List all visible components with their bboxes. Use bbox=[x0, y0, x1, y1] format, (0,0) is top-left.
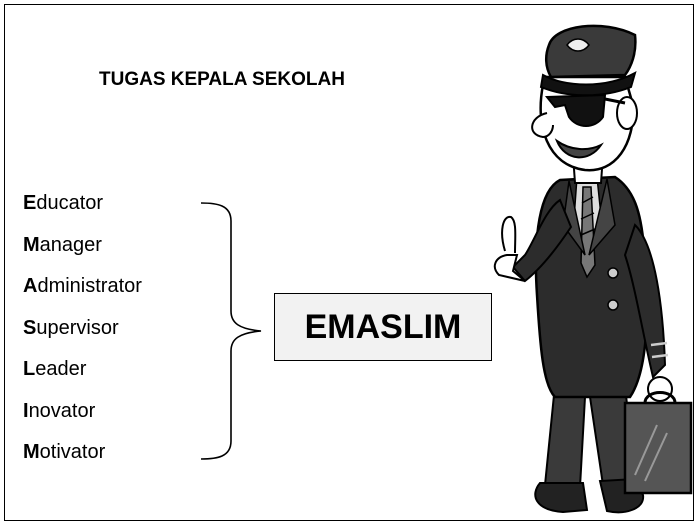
pilot-cartoon-illustration bbox=[493, 24, 693, 514]
page-title: TUGAS KEPALA SEKOLAH bbox=[99, 69, 345, 90]
role-item: Inovator bbox=[23, 391, 142, 433]
role-rest: otivator bbox=[39, 441, 106, 463]
role-rest: upervisor bbox=[36, 316, 119, 339]
curly-brace bbox=[200, 202, 262, 460]
role-initial: L bbox=[23, 358, 36, 380]
role-initial: M bbox=[23, 441, 40, 463]
acronym-box: EMASLIM bbox=[274, 293, 492, 361]
role-rest: eader bbox=[35, 358, 87, 380]
role-initial: A bbox=[23, 275, 38, 297]
role-initial: I bbox=[23, 399, 29, 422]
role-initial: S bbox=[23, 316, 37, 339]
role-rest: dministrator bbox=[37, 275, 142, 297]
role-rest: novator bbox=[28, 399, 96, 422]
role-rest: anager bbox=[39, 233, 102, 256]
role-item: Leader bbox=[23, 349, 142, 391]
slide-frame: TUGAS KEPALA SEKOLAH Educator Manager Ad… bbox=[4, 4, 694, 521]
role-item: Administrator bbox=[23, 266, 142, 308]
role-rest: ducator bbox=[36, 192, 104, 214]
role-item: Educator bbox=[23, 183, 142, 225]
role-item: Manager bbox=[23, 225, 142, 267]
role-initial: M bbox=[23, 233, 40, 256]
role-item: Supervisor bbox=[23, 308, 142, 350]
role-item: Motivator bbox=[23, 432, 142, 474]
role-initial: E bbox=[23, 192, 37, 214]
role-list: Educator Manager Administrator Superviso… bbox=[23, 183, 142, 474]
